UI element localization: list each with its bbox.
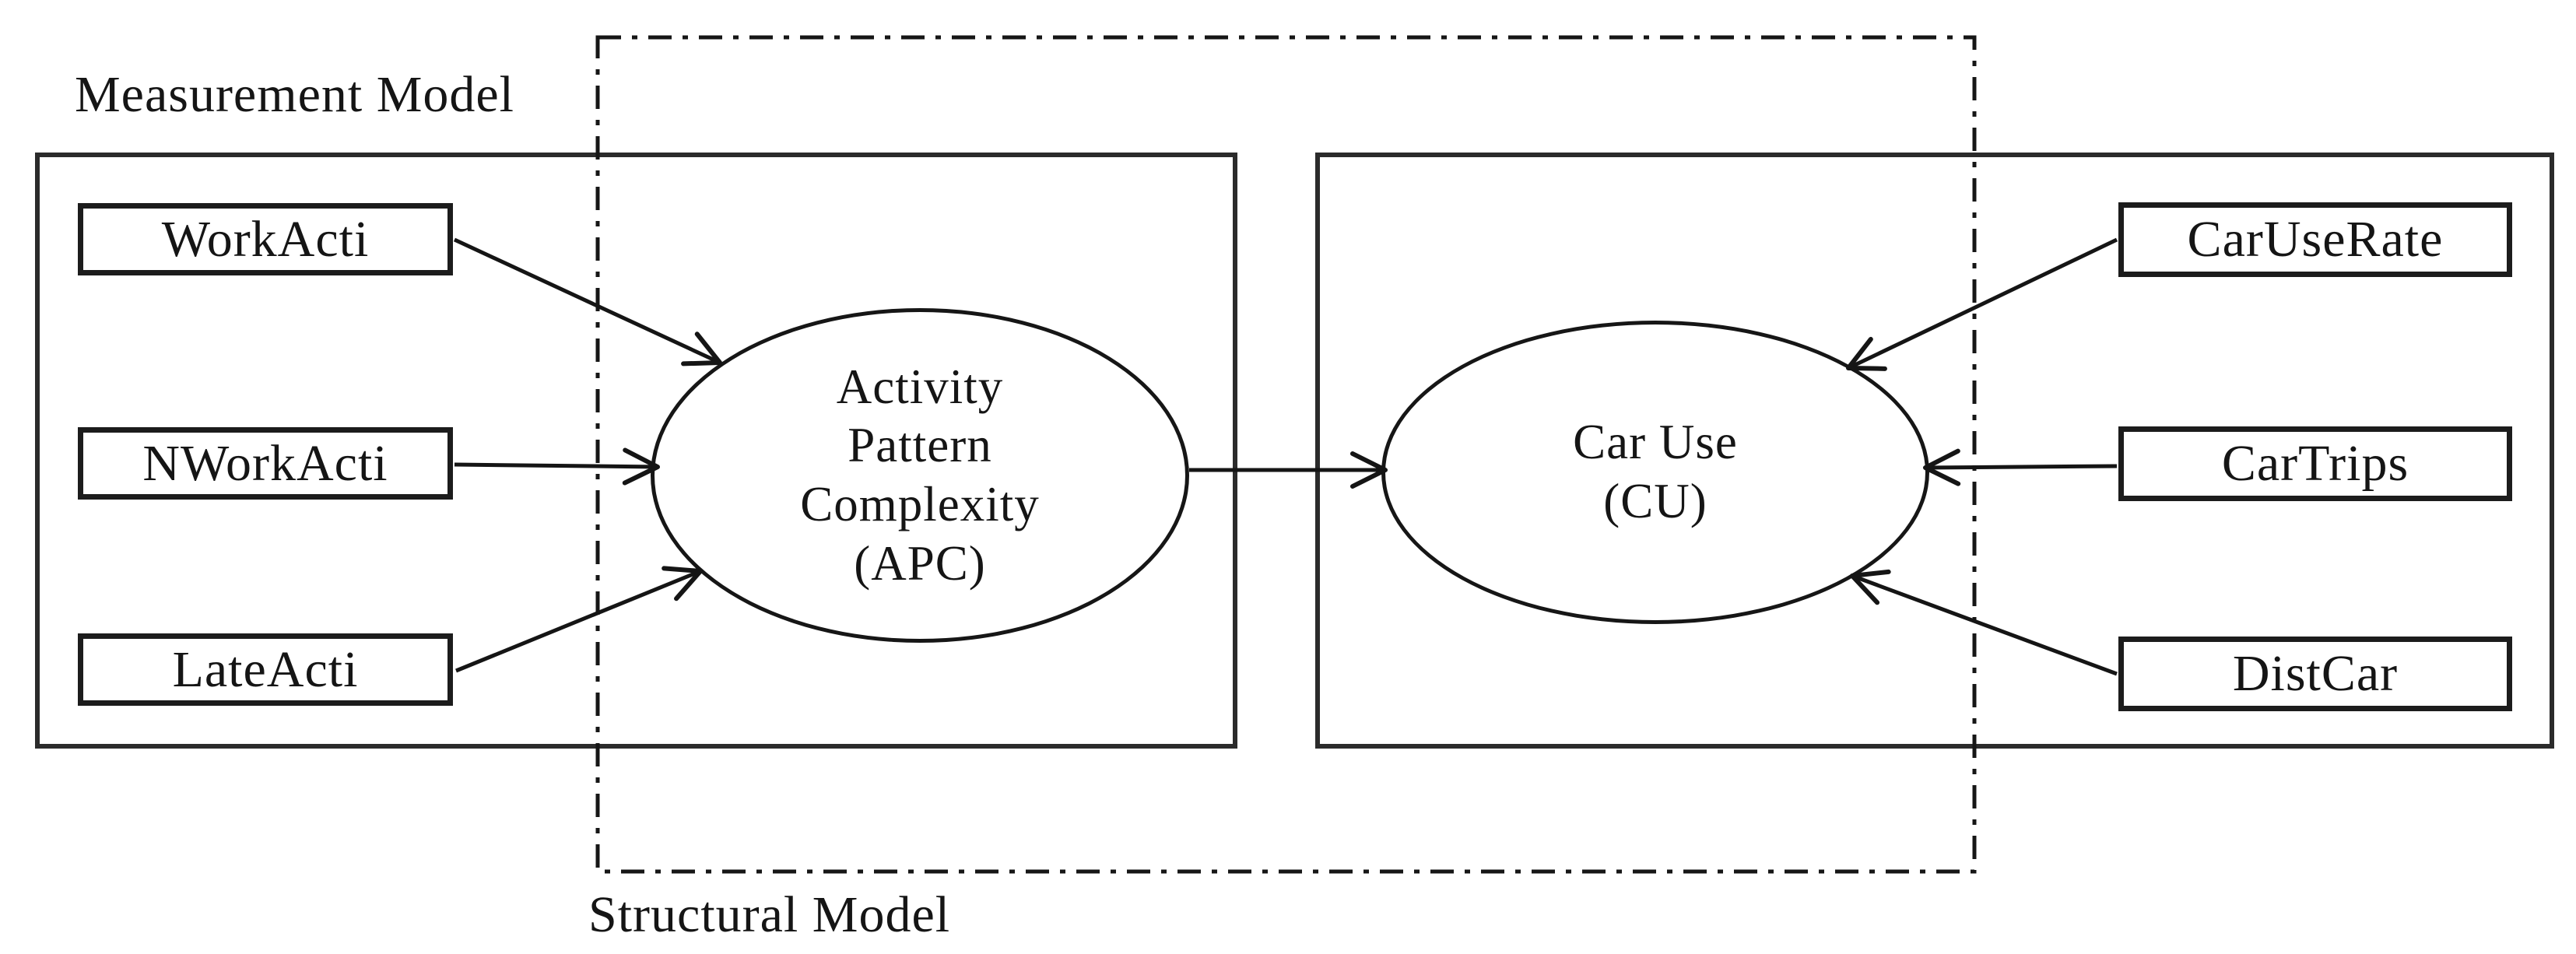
indicator-box-workacti: WorkActi xyxy=(78,203,453,275)
structural-model-label: Structural Model xyxy=(588,886,951,943)
cu-label-line-2: (CU) xyxy=(1603,474,1707,528)
measurement-model-label: Measurement Model xyxy=(75,66,515,123)
apc-label-line-3: Complexity xyxy=(800,477,1040,531)
latent-ellipse-cu: Car Use (CU) xyxy=(1381,321,1929,624)
indicator-box-distcar: DistCar xyxy=(2118,637,2512,711)
apc-label-line-4: (APC) xyxy=(854,535,986,591)
indicator-label-cartrips: CarTrips xyxy=(2221,435,2409,492)
apc-label-line-1: Activity xyxy=(836,359,1004,414)
apc-label-line-2: Pattern xyxy=(848,418,992,473)
indicator-label-nworkacti: NWorkActi xyxy=(142,434,388,492)
cu-label-line-1: Car Use xyxy=(1573,415,1738,470)
indicator-label-distcar: DistCar xyxy=(2232,645,2399,702)
latent-ellipse-apc: Activity Pattern Complexity (APC) xyxy=(651,308,1189,643)
indicator-box-caruserate: CarUseRate xyxy=(2118,202,2512,277)
indicator-box-cartrips: CarTrips xyxy=(2118,426,2512,501)
indicator-label-lateacti: LateActi xyxy=(172,640,359,698)
indicator-label-caruserate: CarUseRate xyxy=(2187,211,2444,268)
indicator-box-lateacti: LateActi xyxy=(78,633,453,706)
indicator-box-nworkacti: NWorkActi xyxy=(78,427,453,500)
indicator-label-workacti: WorkActi xyxy=(161,210,370,268)
